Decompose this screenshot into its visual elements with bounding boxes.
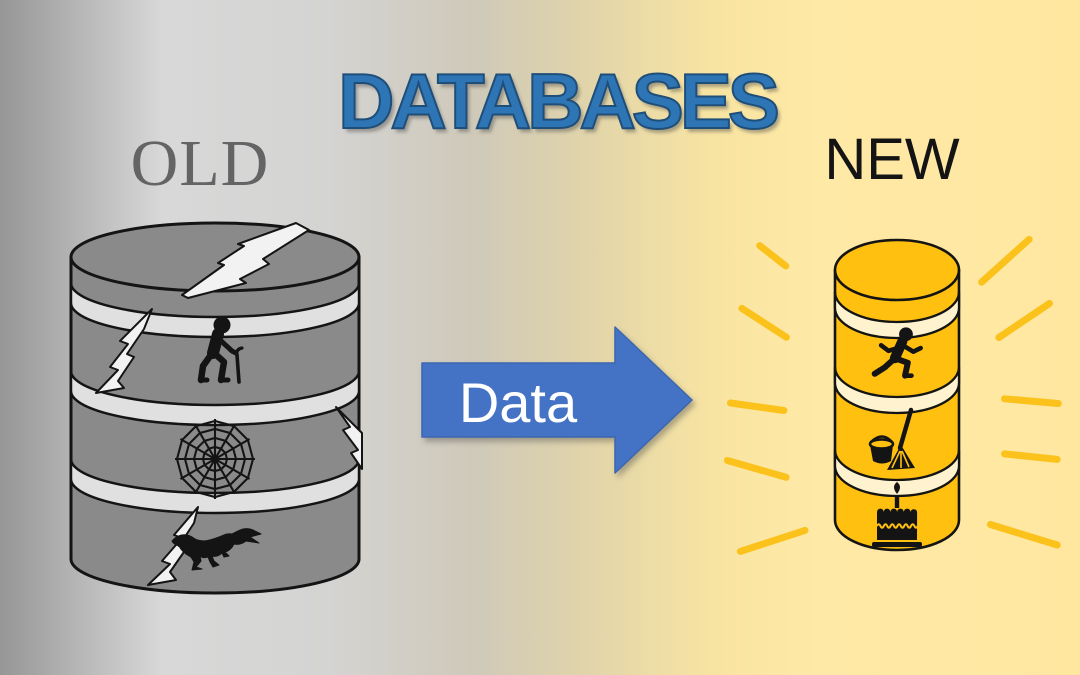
- new-database-cylinder: [833, 238, 961, 552]
- data-flow-arrow: Data: [420, 324, 696, 474]
- sunray-line: [754, 240, 791, 271]
- bucket-and-broom-icon: [868, 407, 915, 470]
- old-db-gap-band: [69, 370, 361, 427]
- lightning-crack-top-icon: [181, 222, 310, 299]
- new-section-label: NEW: [824, 127, 960, 192]
- sunray-line: [726, 399, 788, 415]
- running-person-icon: [871, 327, 923, 379]
- spider-web-icon: [175, 419, 255, 499]
- sunray-line: [1000, 450, 1062, 464]
- right-arrow-icon: [421, 326, 693, 474]
- lightning-crack-left-icon: [95, 308, 153, 394]
- old-section-label: OLD: [130, 127, 270, 200]
- lightning-crack-right-icon: [335, 406, 363, 470]
- sunray-line: [985, 520, 1062, 550]
- new-db-gap-band: [833, 291, 961, 340]
- new-db-gap-band: [833, 449, 961, 498]
- sunray-line: [1000, 395, 1063, 408]
- old-database-cylinder: [69, 221, 363, 595]
- sunray-line: [994, 298, 1055, 343]
- new-db-gap-band: [833, 366, 961, 415]
- dinosaur-icon: [171, 528, 262, 571]
- sunray-line: [976, 234, 1035, 288]
- sunray-line: [735, 525, 810, 556]
- old-db-gap-band: [69, 458, 361, 515]
- page-title: DATABASES: [337, 56, 781, 146]
- old-man-with-cane-icon: [197, 316, 244, 384]
- sunray-line: [737, 303, 792, 343]
- birthday-cake-icon: [872, 482, 922, 547]
- new-db-top-disk: [833, 238, 961, 302]
- arrow-label: Data: [458, 371, 578, 434]
- sunray-line: [723, 456, 791, 482]
